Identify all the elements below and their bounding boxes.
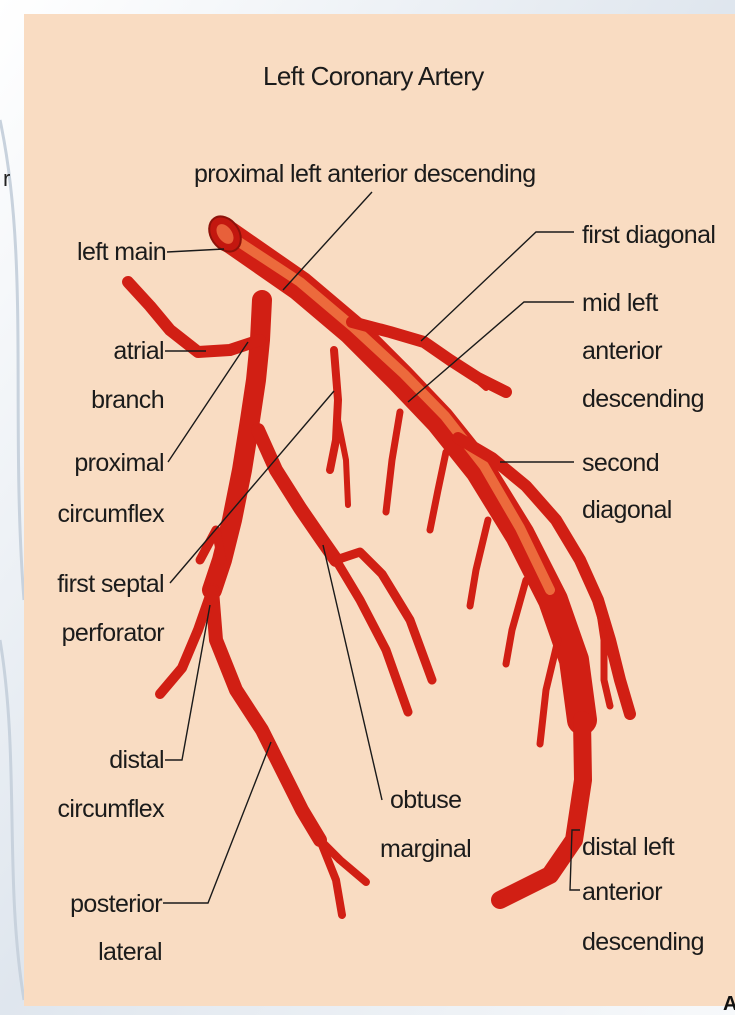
first-septal-perforator-b	[338, 420, 348, 505]
label-proximal-circumflex-2: circumflex	[57, 500, 165, 528]
circumflex-distal	[212, 590, 320, 840]
label-posterior-lateral-2: lateral	[98, 938, 162, 966]
label-mid-lad-2: anterior	[582, 337, 662, 365]
leader-posterior-lateral	[163, 742, 271, 903]
corner-mark: A	[723, 993, 735, 1015]
vessel-tree	[128, 210, 630, 915]
label-first-diagonal: first diagonal	[582, 221, 715, 249]
label-left-main: left main	[77, 238, 166, 266]
label-obtuse-marginal-1: obtuse	[390, 786, 461, 814]
label-distal-circumflex-1: distal	[109, 746, 164, 774]
label-second-diagonal-1: second	[582, 449, 659, 477]
septal-3	[430, 452, 446, 530]
label-atrial-branch-1: atrial	[113, 337, 164, 365]
lad-tip	[496, 900, 500, 902]
obtuse-marginal-a	[336, 560, 408, 712]
label-first-septal-1: first septal	[57, 570, 164, 598]
leader-left-main	[167, 249, 224, 252]
label-proximal-lad: proximal left anterior descending	[194, 160, 536, 188]
circumflex-branch-left	[160, 590, 212, 694]
leader-proximal-lad	[283, 192, 372, 290]
label-obtuse-marginal-2: marginal	[380, 835, 471, 863]
obtuse-marginal	[258, 430, 336, 560]
label-first-septal-2: perforator	[62, 619, 165, 647]
label-distal-lad-3: descending	[582, 928, 704, 956]
septal-4	[470, 520, 488, 606]
label-posterior-lateral-1: posterior	[70, 890, 162, 918]
diagram-title: Left Coronary Artery	[263, 61, 484, 91]
label-distal-circumflex-2: circumflex	[57, 795, 165, 823]
label-mid-lad-3: descending	[582, 385, 704, 413]
first-septal-perforator	[330, 350, 338, 470]
label-distal-lad-2: anterior	[582, 878, 662, 906]
label-atrial-branch-2: branch	[91, 386, 164, 414]
label-distal-lad-1: distal left	[582, 833, 675, 861]
septal-5	[506, 580, 526, 664]
septal-2	[386, 412, 400, 512]
label-mid-lad-1: mid left	[582, 289, 658, 317]
label-proximal-circumflex-1: proximal	[74, 449, 164, 477]
labels: Left Coronary Artery proximal left anter…	[57, 61, 735, 1015]
septal-6	[540, 640, 558, 744]
leader-proximal-circumflex	[168, 342, 248, 462]
label-second-diagonal-2: diagonal	[582, 496, 672, 524]
